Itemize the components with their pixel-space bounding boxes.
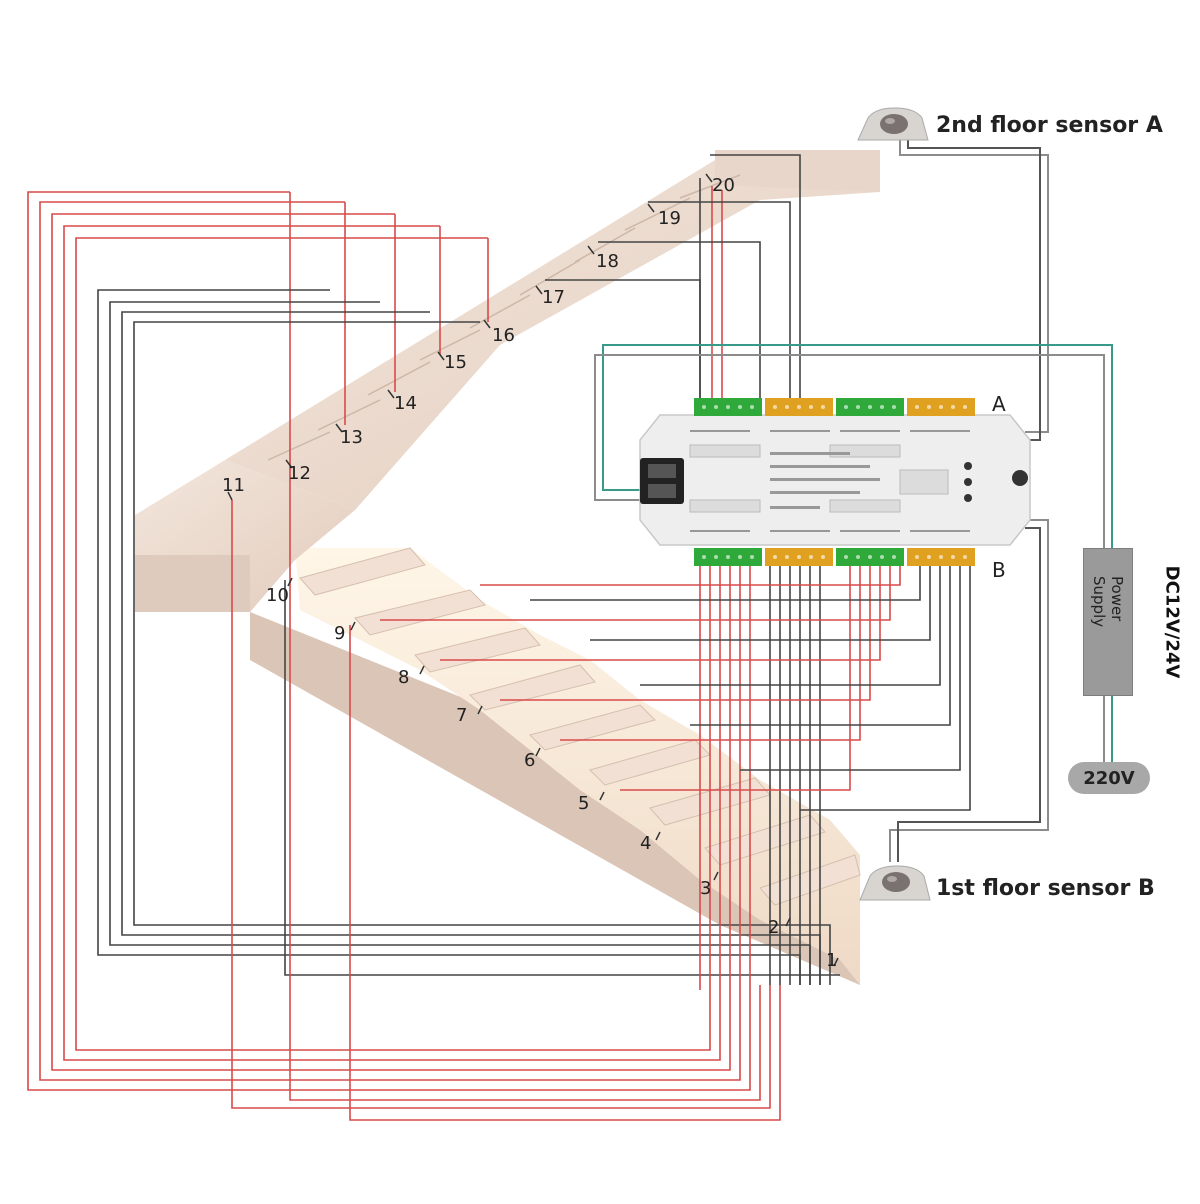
step-label-3: 3 <box>700 878 712 899</box>
lower-flight <box>250 547 861 985</box>
step-label-5: 5 <box>578 793 590 814</box>
sensor-cables <box>594 140 1113 862</box>
step-label-19: 19 <box>658 208 681 229</box>
step-markers <box>227 173 839 967</box>
controller-a-label: A <box>992 392 1006 416</box>
power-supply-label: Power Supply <box>1090 576 1126 628</box>
power-supply-box <box>1083 548 1133 696</box>
mains-label: 220V <box>1083 767 1135 789</box>
step-label-16: 16 <box>492 325 515 346</box>
step-label-20: 20 <box>712 175 735 196</box>
controller-board <box>639 398 1031 566</box>
step-label-11: 11 <box>222 475 245 496</box>
step-label-4: 4 <box>640 833 652 854</box>
step-label-13: 13 <box>340 427 363 448</box>
sensor-a-icon <box>857 107 929 141</box>
step-label-1: 1 <box>826 950 838 971</box>
mains-220v-badge: 220V <box>1068 762 1150 794</box>
sensor-a-label: 2nd floor sensor A <box>936 113 1163 138</box>
sensor-b-icon <box>859 865 931 901</box>
step-label-14: 14 <box>394 393 417 414</box>
step-label-18: 18 <box>596 251 619 272</box>
sensor-b-label: 1st floor sensor B <box>936 876 1155 901</box>
step-label-15: 15 <box>444 352 467 373</box>
step-label-2: 2 <box>768 917 780 938</box>
step-label-6: 6 <box>524 750 536 771</box>
step-label-7: 7 <box>456 705 468 726</box>
dc-voltage-label: DC12V/24V <box>1161 565 1183 679</box>
controller-b-label: B <box>992 558 1006 582</box>
landing <box>135 460 355 612</box>
step-label-8: 8 <box>398 667 410 688</box>
step-label-9: 9 <box>334 623 346 644</box>
step-label-10: 10 <box>266 585 289 606</box>
step-label-12: 12 <box>288 463 311 484</box>
upper-flight <box>225 150 880 510</box>
left-wire-loops <box>27 154 840 1121</box>
right-wire-runs <box>380 565 971 990</box>
step-label-17: 17 <box>542 287 565 308</box>
